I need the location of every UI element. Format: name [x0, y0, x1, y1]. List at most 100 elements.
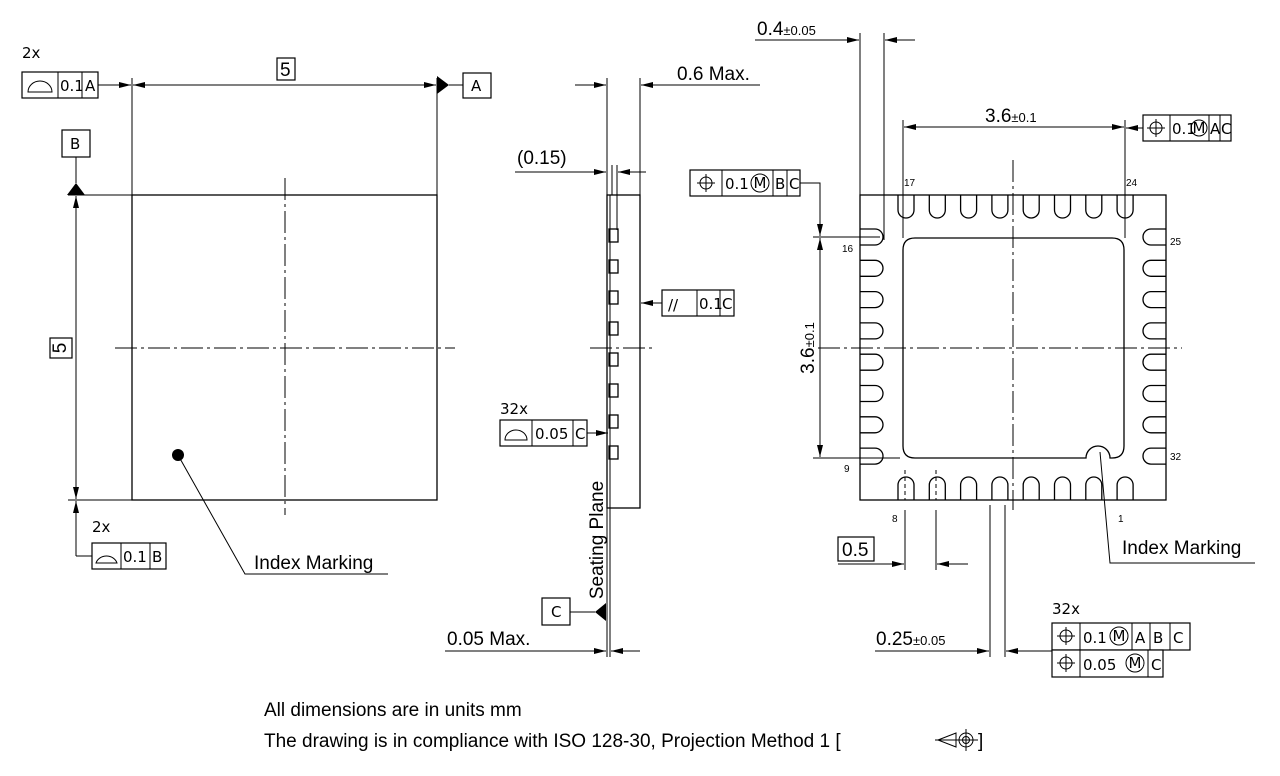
note-units: All dimensions are in units mm	[264, 700, 522, 721]
exposed-pad	[902, 237, 1125, 459]
svg-text:C: C	[575, 425, 585, 443]
ep-width-dim: 3.6±0.1	[985, 106, 1037, 127]
svg-text:0.05: 0.05	[535, 425, 568, 443]
seating-plane-label: Seating Plane	[587, 481, 608, 599]
pin-label-25: 25	[1170, 237, 1182, 248]
side-pad	[608, 445, 619, 460]
profile-of-surface-icon	[504, 429, 528, 441]
svg-text:M: M	[1129, 654, 1142, 672]
pin-label-8: 8	[892, 514, 898, 525]
svg-text:M: M	[1193, 119, 1206, 137]
pad-bottom	[1085, 476, 1103, 500]
pad-left	[860, 384, 884, 403]
datum-c-triangle	[595, 603, 606, 621]
height-dim: 5	[50, 343, 71, 354]
first-angle-projection-icon	[935, 729, 978, 751]
svg-text:B: B	[152, 548, 162, 566]
svg-text:B: B	[1153, 629, 1163, 647]
side-body	[606, 194, 641, 509]
svg-text:0.1: 0.1	[1172, 120, 1196, 138]
pad-bottom	[897, 476, 915, 500]
standoff-dim: 0.05 Max.	[447, 629, 530, 650]
pad-right	[1142, 447, 1166, 465]
pad-left	[860, 353, 884, 371]
mmc-circle	[1190, 119, 1208, 137]
side-pad	[608, 228, 619, 243]
pad-thickness-dim: (0.15)	[517, 148, 567, 169]
pad-top	[1053, 195, 1072, 219]
pad-right	[1142, 228, 1166, 246]
pad-left	[860, 322, 884, 340]
fcf-count: 2x	[22, 44, 41, 62]
svg-text:M: M	[1113, 627, 1126, 645]
side-pad	[608, 414, 619, 429]
svg-text:0.1: 0.1	[1083, 629, 1107, 647]
svg-text:0.1: 0.1	[725, 175, 749, 193]
svg-text:C: C	[1173, 629, 1183, 647]
svg-text:0.1: 0.1	[60, 77, 84, 95]
pad-bottom	[959, 476, 978, 500]
profile-of-surface-icon	[95, 555, 118, 564]
pad-right	[1142, 290, 1166, 309]
index-marking-label: Index Marking	[1122, 538, 1241, 559]
datum-b-triangle	[67, 183, 85, 195]
pad-right	[1142, 353, 1166, 371]
svg-text:M: M	[754, 174, 767, 192]
fcf-profile-c: 0.05 C	[499, 419, 588, 447]
note-bracket: ]	[978, 731, 983, 752]
svg-text:C: C	[1151, 656, 1161, 674]
svg-text:0.1: 0.1	[699, 295, 723, 313]
fcf-position-ep-ac: 0.1 M A C	[1142, 114, 1232, 142]
basic-dim-box	[276, 57, 296, 81]
side-pad	[608, 352, 619, 367]
svg-text:B: B	[775, 175, 785, 193]
index-marking-label: Index Marking	[254, 553, 373, 574]
pin-label-32: 32	[1170, 452, 1182, 463]
pad-right	[1142, 322, 1166, 340]
fcf-position-ep-bc: 0.1 M B C	[689, 169, 801, 197]
datum-c-label: C	[551, 603, 561, 621]
pad-left	[860, 290, 884, 309]
pad-bottom	[1053, 476, 1072, 500]
side-pad	[608, 290, 619, 305]
svg-text:0.1: 0.1	[123, 548, 147, 566]
pad-top	[897, 195, 915, 219]
pad-left	[860, 228, 884, 246]
fcf-count: 2x	[92, 518, 111, 536]
position-icon	[1147, 119, 1165, 137]
svg-text:A: A	[85, 77, 96, 95]
pad-bottom	[1022, 476, 1040, 500]
fcf-profile-b: 0.1 B	[91, 542, 167, 570]
fcf-count: 32x	[500, 400, 528, 418]
pad-right	[1142, 259, 1166, 277]
pad-top	[1085, 195, 1103, 219]
datum-a-triangle	[437, 76, 449, 94]
pin-label-17: 17	[904, 178, 916, 189]
pin-label-24: 24	[1126, 178, 1138, 189]
pad-left	[860, 259, 884, 277]
datum-a-box	[462, 72, 492, 99]
pin-label-9: 9	[844, 464, 850, 475]
svg-text:A: A	[1210, 120, 1221, 138]
index-leader	[1099, 451, 1255, 564]
width-dim: 5	[280, 60, 291, 81]
datum-a-label: A	[471, 77, 482, 95]
lead-width-dim: 0.25±0.05	[876, 629, 945, 650]
side-view: Seating Plane C 0.6 Max. (0.15) // 0.1 C…	[445, 64, 760, 657]
pad-top	[928, 195, 946, 219]
fcf-position-leads: 0.1 M A B C 0.05 M C	[1051, 622, 1191, 678]
side-pad	[608, 259, 619, 274]
pin-label-16: 16	[842, 244, 854, 255]
datum-c-box	[541, 597, 571, 626]
profile-of-surface-icon	[27, 80, 53, 93]
pad-left	[860, 447, 884, 465]
note-iso: The drawing is in compliance with ISO 12…	[264, 731, 841, 752]
pitch-dim: 0.5	[842, 540, 868, 561]
pad-bottom	[1116, 476, 1134, 500]
ep-height-dim: 3.6±0.1	[798, 322, 819, 374]
pad-top	[1022, 195, 1040, 219]
pad-bottom	[991, 476, 1009, 500]
fcf-profile-a: 0.1 A	[21, 71, 99, 99]
position-icon	[1057, 654, 1075, 672]
pad-top	[991, 195, 1009, 219]
